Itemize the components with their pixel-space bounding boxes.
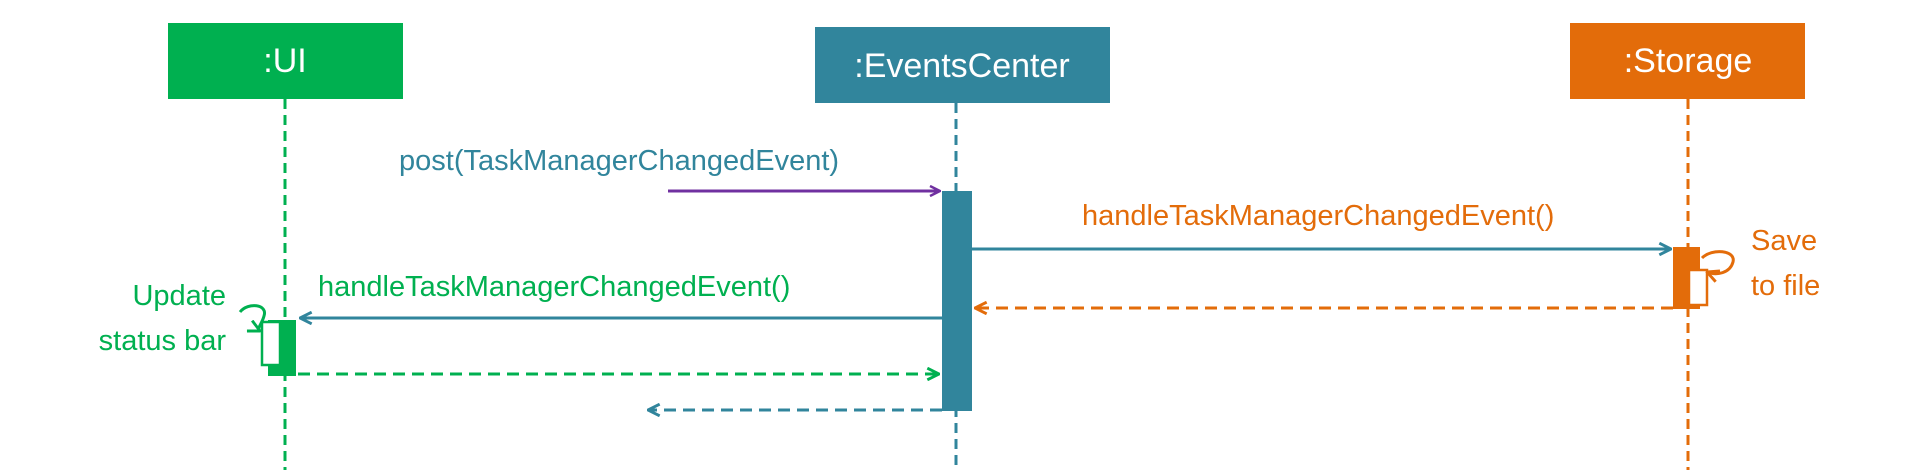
events-center-activation: [942, 191, 972, 411]
storage-note-line1: Save: [1751, 225, 1817, 257]
post-message-label: post(TaskManagerChangedEvent): [399, 145, 839, 177]
ui-self-activation: [260, 320, 282, 367]
participant-ui-label: :UI: [263, 42, 306, 80]
participant-events-center: :EventsCenter: [815, 27, 1110, 103]
participant-storage-box: [1570, 23, 1805, 99]
ui-self-call-arrow: [238, 304, 266, 331]
to-ui-message-label: handleTaskManagerChangedEvent(): [318, 271, 790, 303]
participant-events-center-box: [815, 27, 1110, 103]
storage-note-line2: to file: [1751, 270, 1820, 302]
storage-self-call-arrow: [1700, 250, 1735, 274]
participant-storage-label: :Storage: [1624, 42, 1753, 80]
participant-ui-box: [168, 23, 403, 99]
ui-note-line1: Update: [132, 280, 226, 312]
participant-events-center-label: :EventsCenter: [854, 47, 1069, 85]
to-storage-message-label: handleTaskManagerChangedEvent(): [1082, 200, 1554, 232]
storage-self-activation: [1687, 268, 1709, 307]
participant-ui: :UI: [168, 23, 403, 99]
ui-note-line2: status bar: [99, 325, 227, 357]
participant-storage: :Storage: [1570, 23, 1805, 99]
